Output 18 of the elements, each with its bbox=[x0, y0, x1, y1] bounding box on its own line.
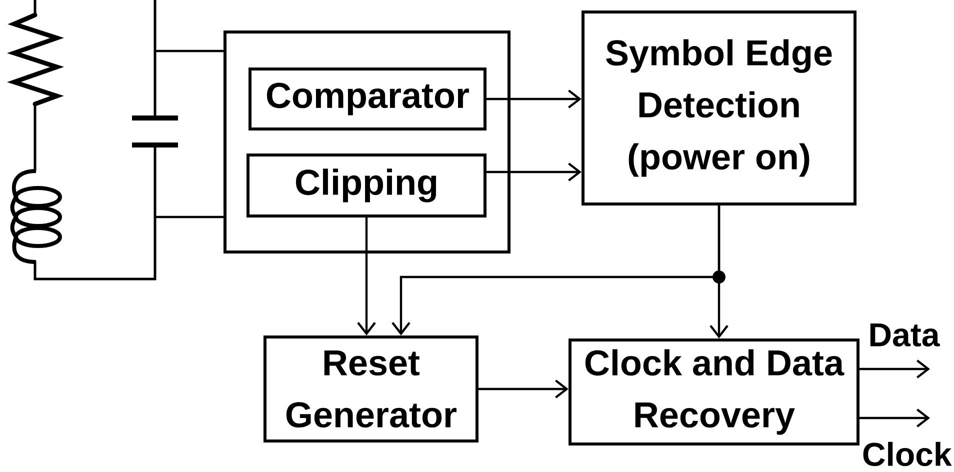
process-box: Symbol Edge Detection (power on) bbox=[582, 10, 856, 206]
arrow bbox=[486, 90, 582, 108]
arrow bbox=[478, 380, 568, 398]
wire bbox=[156, 216, 225, 218]
edge-label: Clock bbox=[863, 442, 952, 466]
edge-label: Data bbox=[870, 323, 940, 347]
circuit-drawing bbox=[6, 0, 178, 280]
process-box: Clock and Data Recovery bbox=[568, 338, 860, 446]
arrow bbox=[357, 218, 376, 336]
arrow bbox=[710, 206, 728, 338]
arrow bbox=[860, 408, 930, 428]
arrow bbox=[486, 162, 582, 182]
arrow bbox=[860, 360, 930, 378]
group-box bbox=[224, 30, 510, 254]
wire bbox=[156, 50, 225, 52]
process-box: Clipping bbox=[246, 154, 486, 218]
process-box: Reset Generator bbox=[264, 336, 478, 442]
process-box: Comparator bbox=[248, 68, 486, 130]
